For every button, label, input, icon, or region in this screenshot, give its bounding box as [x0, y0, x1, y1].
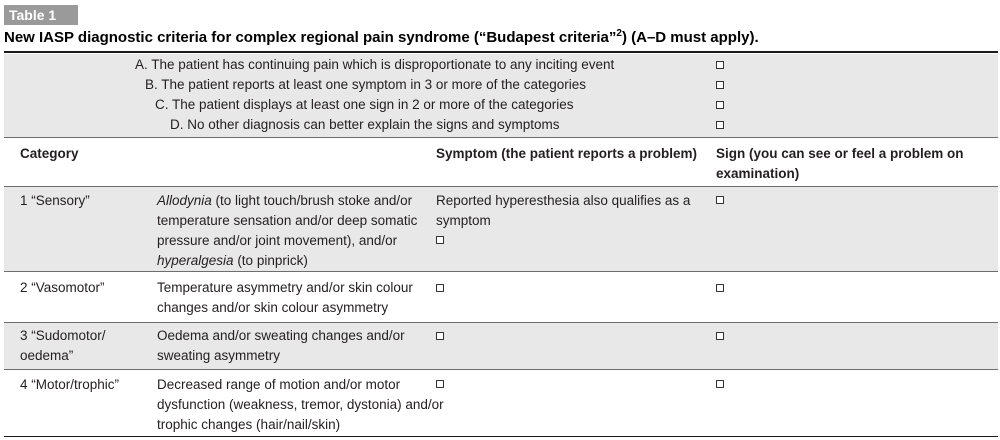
- row-1-desc-line2: temperature sensation and/or deep somati…: [157, 213, 418, 228]
- row-3-bottom-rule: [4, 369, 998, 370]
- row-1-desc-line1: (to light touch/brush stoke and/or: [211, 193, 413, 208]
- row-4-sign-checkbox[interactable]: [716, 380, 724, 388]
- row-3-desc-line1: Oedema and/or sweating changes and/or: [157, 328, 405, 343]
- row-1-symptom-checkbox[interactable]: [436, 236, 444, 244]
- header-bottom-rule: [4, 186, 998, 187]
- header-sign-line2: examination): [716, 166, 800, 181]
- row-4-category: 4 “Motor/trophic”: [20, 377, 120, 392]
- criterion-b-checkbox[interactable]: [716, 81, 724, 89]
- row-1-symptom-line2: symptom: [436, 213, 491, 228]
- table-label: Table 1: [4, 5, 78, 25]
- row-2-desc-line2: changes and/or skin colour asymmetry: [157, 300, 389, 315]
- row-3-sign-checkbox[interactable]: [716, 332, 724, 340]
- row-2-desc-line1: Temperature asymmetry and/or skin colour: [157, 280, 413, 295]
- row-2-symptom-checkbox[interactable]: [436, 284, 444, 292]
- row-1-desc-line4: (to pinprick): [233, 253, 308, 268]
- criteria-bottom-rule: [4, 137, 998, 138]
- top-rule: [4, 51, 998, 53]
- row-3-band: [4, 323, 998, 369]
- hyperalgesia-term: hyperalgesia: [157, 253, 234, 268]
- criterion-d: D. No other diagnosis can better explain…: [170, 117, 560, 132]
- criteria-block: [4, 54, 998, 138]
- row-1-category: 1 “Sensory”: [20, 193, 90, 208]
- row-1-desc-line3: pressure and/or joint movement), and/or: [157, 233, 398, 248]
- criterion-b: B. The patient reports at least one symp…: [145, 77, 586, 92]
- row-1-band: [4, 187, 998, 271]
- table-caption: New IASP diagnostic criteria for complex…: [4, 28, 759, 48]
- caption-text: New IASP diagnostic criteria for complex…: [4, 29, 617, 46]
- header-symptom: Symptom (the patient reports a problem): [436, 146, 698, 161]
- row-2-bottom-rule: [4, 322, 998, 323]
- bottom-rule: [4, 436, 998, 437]
- row-3-category-line1: 3 “Sudomotor/: [20, 328, 106, 343]
- criterion-c-checkbox[interactable]: [716, 101, 724, 109]
- header-sign-line1: Sign (you can see or feel a problem on: [716, 146, 964, 161]
- row-2-category: 2 “Vasomotor”: [20, 280, 105, 295]
- row-1-sign-checkbox[interactable]: [716, 196, 724, 204]
- row-1-description: Allodynia (to light touch/brush stoke an…: [157, 191, 417, 271]
- header-category: Category: [20, 146, 79, 161]
- caption-superscript: 2: [616, 28, 622, 39]
- caption-tail: ) (A–D must apply).: [621, 29, 759, 46]
- allodynia-term: Allodynia: [157, 193, 212, 208]
- criterion-a-checkbox[interactable]: [716, 61, 724, 69]
- row-4-symptom-checkbox[interactable]: [436, 380, 444, 388]
- row-4-desc-line2: dysfunction (weakness, tremor, dystonia)…: [157, 397, 444, 412]
- row-3-symptom-checkbox[interactable]: [436, 332, 444, 340]
- row-4-desc-line3: trophic changes (hair/nail/skin): [157, 417, 341, 432]
- row-3-desc-line2: sweating asymmetry: [157, 348, 281, 363]
- row-1-symptom-line1: Reported hyperesthesia also qualifies as…: [436, 193, 691, 208]
- criterion-a: A. The patient has continuing pain which…: [135, 57, 615, 72]
- criterion-d-checkbox[interactable]: [716, 121, 724, 129]
- row-4-desc-line1: Decreased range of motion and/or motor: [157, 377, 401, 392]
- row-3-category-line2: oedema”: [20, 348, 74, 363]
- row-1-bottom-rule: [4, 271, 998, 272]
- criterion-c: C. The patient displays at least one sig…: [155, 97, 574, 112]
- row-2-sign-checkbox[interactable]: [716, 284, 724, 292]
